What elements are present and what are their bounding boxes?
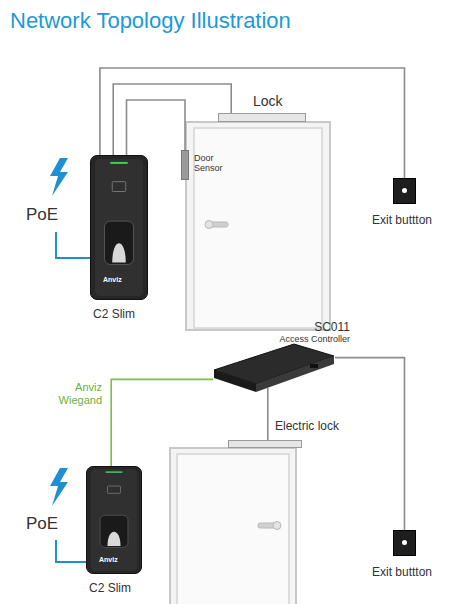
node-label-group: Exit buttton — [372, 565, 432, 579]
brand-logo: Anviz — [103, 276, 122, 283]
node-label: Lock — [253, 93, 283, 109]
controller-port — [310, 364, 318, 368]
door-leaf — [177, 454, 289, 604]
node-label: Exit buttton — [372, 213, 432, 227]
wire — [113, 84, 231, 155]
button-node: Exit buttton — [393, 530, 416, 556]
edge-label: Anviz Wiegand — [38, 381, 102, 406]
node-label-group: Electric lock — [275, 419, 339, 433]
button-dot — [402, 540, 407, 545]
controller-side — [214, 370, 256, 392]
node-label: Door Sensor — [194, 153, 234, 174]
poe-cable — [56, 540, 86, 562]
door-knob — [205, 221, 213, 229]
wire — [335, 358, 405, 530]
wire — [111, 379, 213, 466]
node-label-group: Lock — [253, 93, 283, 109]
power-label: PoE — [26, 205, 58, 225]
node-label: Electric lock — [275, 419, 339, 433]
fingerprint-sensor — [112, 243, 126, 262]
controller-front — [256, 356, 334, 392]
door-frame — [186, 122, 330, 330]
controller-node: SC011Access Controller — [212, 342, 336, 394]
lock-node: Electric lock — [228, 440, 302, 448]
device-front — [95, 159, 143, 296]
node-label-group: Exit buttton — [372, 213, 432, 227]
title: Network Topology Illustration — [10, 8, 291, 34]
wire — [127, 100, 186, 155]
wire — [267, 388, 269, 440]
button-dot — [402, 188, 407, 193]
node-label: C2 Slim — [89, 581, 131, 595]
lightning-bolt — [50, 158, 68, 196]
node-label: C2 Slim — [93, 307, 135, 321]
status-led — [110, 162, 127, 164]
node-label-group: C2 Slim — [93, 307, 135, 321]
controller-shape — [212, 342, 336, 394]
sensor-node: Door Sensor — [181, 150, 189, 180]
door-leaf — [194, 128, 322, 328]
node-label-group: SC011Access Controller — [279, 320, 350, 344]
door-knob — [273, 522, 281, 530]
device-front — [91, 469, 138, 571]
card-icon — [112, 182, 126, 192]
poe-cable — [56, 232, 90, 258]
door-frame — [170, 448, 296, 604]
power-label: PoE — [26, 514, 58, 534]
node-label: Exit buttton — [372, 565, 432, 579]
lightning-bolt — [50, 468, 68, 506]
button-node: Exit buttton — [393, 178, 416, 204]
status-led — [106, 471, 123, 472]
lock-node: Lock — [218, 113, 306, 122]
node-label-group: Door Sensor — [194, 153, 234, 174]
node-label-group: C2 Slim — [89, 581, 131, 595]
card-icon — [107, 486, 120, 493]
node-label: SC011 — [279, 320, 350, 334]
fingerprint-window — [100, 515, 128, 547]
fingerprint-window — [105, 221, 134, 264]
fingerprint-sensor — [107, 532, 120, 546]
brand-logo: Anviz — [99, 556, 118, 563]
node-label: Access Controller — [279, 334, 350, 344]
